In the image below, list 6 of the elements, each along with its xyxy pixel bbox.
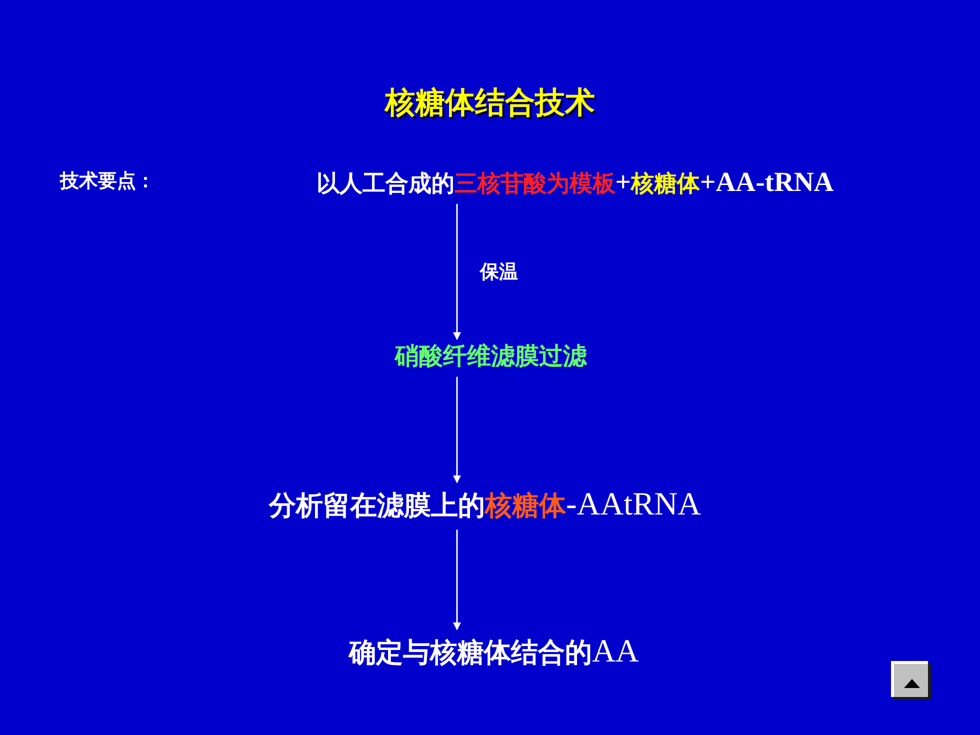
slide-title: 核糖体结合技术 xyxy=(385,84,595,122)
key-points-label: 技术要点： xyxy=(60,169,155,194)
step-text: 确定与核糖体结合的AA xyxy=(349,633,639,671)
step-text: 以人工合成的三核苷酸为模板+核糖体+AA-tRNA xyxy=(316,166,834,198)
step-text: 硝酸纤维滤膜过滤 xyxy=(395,343,587,371)
step-text: 分析留在滤膜上的核糖体-AAtRNA xyxy=(269,486,701,524)
